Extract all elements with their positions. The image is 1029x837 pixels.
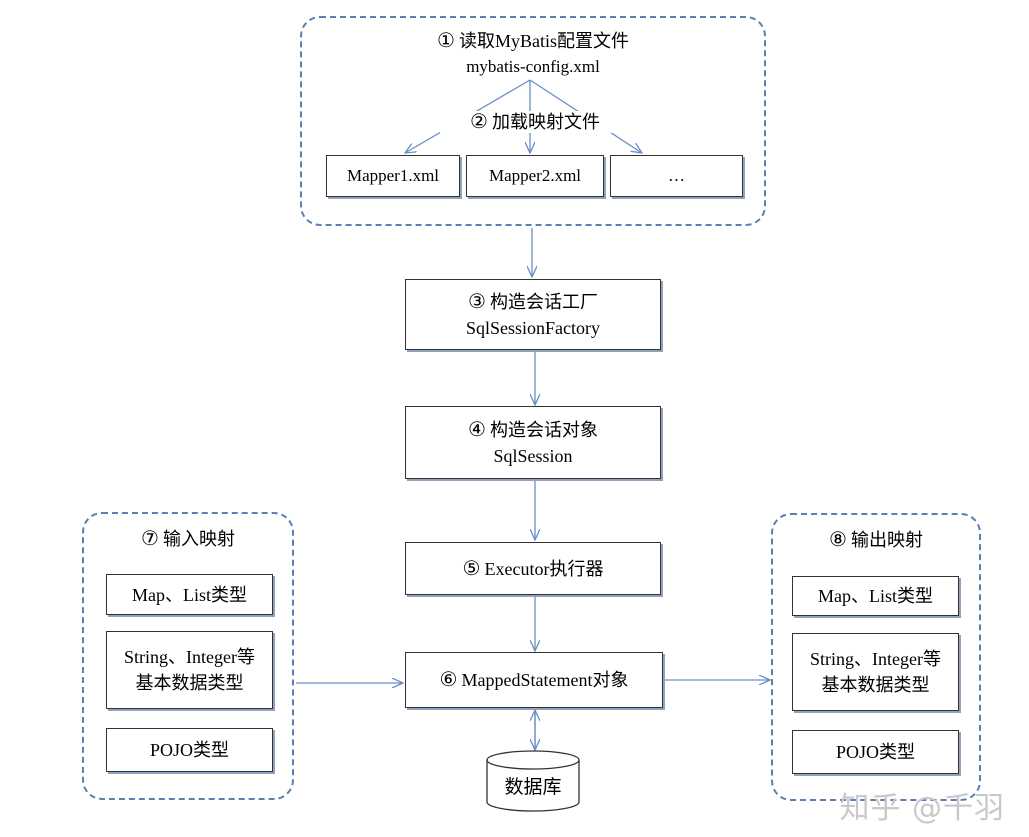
mapper-file-1-label: Mapper1.xml xyxy=(346,166,440,185)
step-5-marker: ⑤ xyxy=(462,557,481,580)
config-group xyxy=(300,16,766,226)
input-type-basic: String、Integer等 基本数据类型 xyxy=(106,631,273,709)
step-1-marker: ① xyxy=(437,30,455,52)
step-8-marker: ⑧ xyxy=(829,529,847,551)
output-type-map-list: Map、List类型 xyxy=(792,576,959,616)
executor-title: Executor执行器 xyxy=(484,558,604,579)
step-2-marker: ② xyxy=(470,111,488,133)
input-type-map-list: Map、List类型 xyxy=(106,574,273,615)
input-type-pojo: POJO类型 xyxy=(106,728,273,772)
session-factory-name: SqlSessionFactory xyxy=(465,317,600,338)
output-type-map-list-label: Map、List类型 xyxy=(818,586,933,606)
output-type-basic-line1: String、Integer等 xyxy=(810,649,941,669)
watermark: 知乎 @千羽 xyxy=(839,791,1005,826)
session-title: 构造会话对象 xyxy=(489,419,598,440)
output-type-basic-line2: 基本数据类型 xyxy=(821,675,930,695)
input-mapping-title-text: 输入映射 xyxy=(162,529,235,549)
step-7-marker: ⑦ xyxy=(141,528,159,550)
mapper-file-2-label: Mapper2.xml xyxy=(488,166,582,185)
mapping-title-text: 加载映射文件 xyxy=(491,112,600,132)
mapper-file-2: Mapper2.xml xyxy=(466,155,604,197)
output-type-pojo: POJO类型 xyxy=(792,730,959,774)
config-title-text: 读取MyBatis配置文件 xyxy=(458,31,629,51)
output-type-pojo-label: POJO类型 xyxy=(835,742,915,762)
input-type-basic-line2: 基本数据类型 xyxy=(135,673,244,693)
output-type-basic: String、Integer等 基本数据类型 xyxy=(792,633,959,711)
input-type-basic-line1: String、Integer等 xyxy=(124,647,255,667)
step-3-marker: ③ xyxy=(468,290,486,313)
mapper-file-more: … xyxy=(610,155,743,197)
database-label: 数据库 xyxy=(504,777,562,798)
config-file-name: mybatis-config.xml xyxy=(466,57,600,76)
input-type-map-list-label: Map、List类型 xyxy=(132,584,247,605)
step-4-marker: ④ xyxy=(468,418,486,441)
step-6-marker: ⑥ xyxy=(439,669,458,691)
mapper-file-more-label: … xyxy=(668,166,685,185)
input-mapping-group xyxy=(82,512,294,800)
input-type-pojo-label: POJO类型 xyxy=(149,740,229,760)
output-mapping-group xyxy=(771,513,981,801)
session-factory-title: 构造会话工厂 xyxy=(489,291,598,312)
output-mapping-title-text: 输出映射 xyxy=(850,530,923,550)
session-name: SqlSession xyxy=(493,445,573,466)
mapped-statement-title: MappedStatement对象 xyxy=(461,670,629,690)
database-cylinder xyxy=(486,750,580,812)
mapper-file-1: Mapper1.xml xyxy=(326,155,460,197)
